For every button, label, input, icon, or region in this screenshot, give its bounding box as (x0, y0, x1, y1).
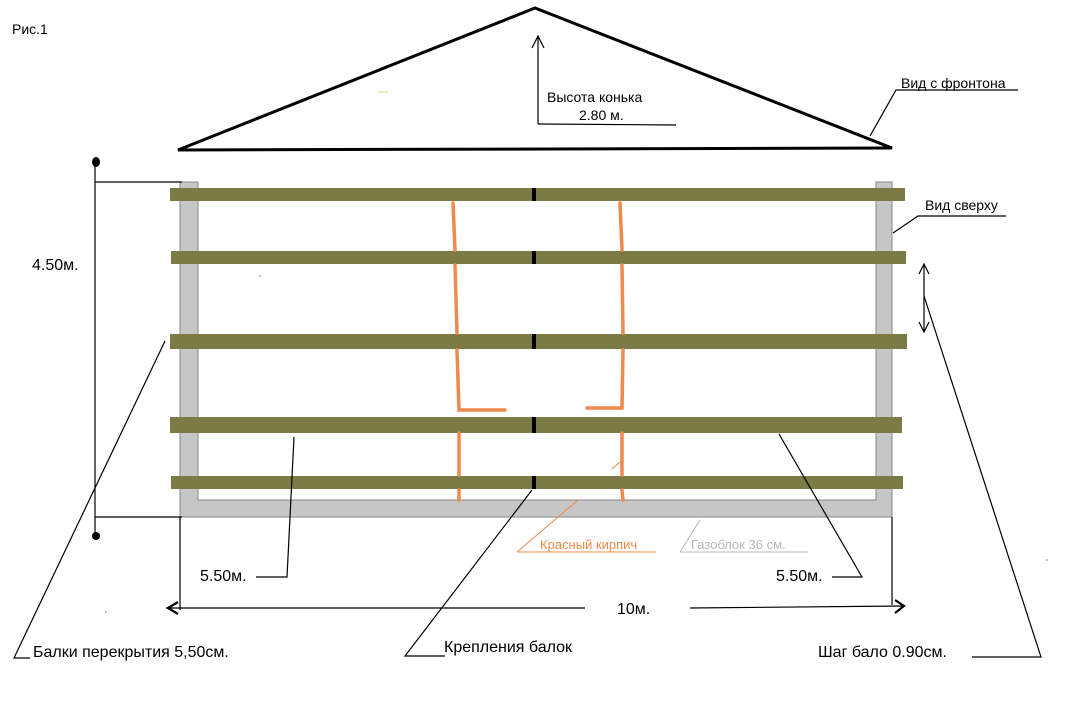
beam (170, 334, 907, 349)
beam (171, 251, 906, 264)
red-brick-leader (516, 499, 579, 553)
red-brick-mark (611, 461, 621, 470)
beam (171, 476, 903, 489)
ridge-height-underline (537, 123, 677, 126)
beam-step-leader (923, 295, 1042, 658)
gas-block-leader (679, 519, 701, 553)
beam-joint (532, 417, 536, 433)
depth-top-marker (92, 157, 100, 167)
ridge-height-title: Высота конька (547, 89, 642, 105)
top-view-leader (892, 215, 1006, 234)
beams-leader (13, 340, 166, 659)
left-span-label: 5.50м. (200, 568, 247, 585)
beam-step-label: Шаг бало 0.90см. (818, 644, 947, 661)
beam-joint (532, 188, 536, 201)
gable-view: Высота конька 2.80 м. Вид с фронтона (177, 6, 1018, 152)
gas-block-label: Газоблок 36 см. (691, 537, 786, 552)
red-brick-walls (451, 201, 625, 502)
beam-step-arrowhead-top (918, 262, 930, 275)
right-span-label: 5.50м. (776, 568, 823, 585)
right-span-leader (778, 433, 864, 578)
length-arrow-left (165, 601, 179, 615)
beam-mounts-label: Крепления балок (444, 639, 573, 656)
red-brick-label: Красный кирпич (540, 537, 637, 552)
length-arrow-right (894, 599, 906, 614)
depth-bottom-marker (92, 532, 100, 540)
beam-mounts-leader (403, 489, 533, 657)
total-length-label: 10м. (617, 601, 650, 618)
beams-label: Балки перекрытия 5,50см. (33, 644, 229, 661)
left-span-leader (256, 436, 295, 578)
beam-step-arrowhead-bottom (918, 321, 930, 334)
length-line-right (689, 605, 905, 609)
beam-joint (532, 334, 536, 349)
figure-label: Рис.1 (12, 21, 48, 37)
gas-block-wall (179, 181, 893, 518)
speck (259, 275, 261, 277)
gable-view-label: Вид с фронтона (901, 75, 1006, 91)
ridge-height-arrowhead (531, 34, 545, 49)
speck (105, 611, 107, 613)
top-view-label: Вид сверху (925, 197, 998, 213)
top-view: 4.50м. Вид сверху 10м. 5.50м. 5.50м. Кра… (13, 157, 1048, 661)
roof-triangle (177, 6, 893, 152)
speck (1046, 559, 1048, 561)
depth-label: 4.50м. (32, 257, 79, 274)
beam (170, 188, 905, 201)
gable-view-leader (869, 89, 1018, 137)
beam-joint (532, 251, 536, 264)
beam-joint (532, 476, 536, 489)
ridge-height-value: 2.80 м. (579, 107, 624, 123)
